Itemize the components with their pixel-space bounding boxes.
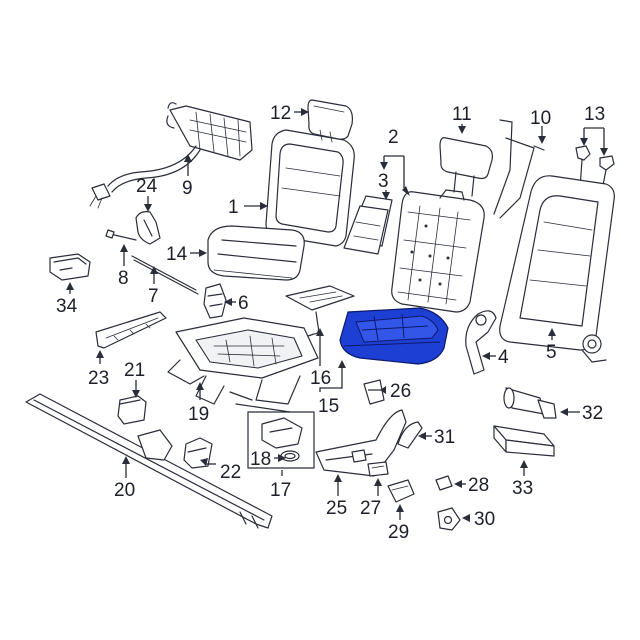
callout-3: 3 — [378, 171, 389, 192]
sensor-mat-16[interactable] — [285, 285, 355, 337]
callout-13: 13 — [584, 104, 605, 125]
callout-30: 30 — [474, 509, 495, 530]
wiring-harness[interactable] — [89, 102, 253, 209]
callout-22: 22 — [220, 462, 241, 483]
callout-labels: 1 2 3 4 5 6 7 8 9 10 11 12 13 14 15 16 1… — [56, 103, 605, 543]
block-21[interactable] — [117, 395, 147, 425]
seat-back-assembly[interactable] — [265, 129, 355, 247]
callout-23: 23 — [88, 368, 109, 389]
callout-10: 10 — [530, 108, 551, 129]
callout-32: 32 — [582, 403, 603, 424]
callout-17: 17 — [270, 480, 291, 501]
rod-7[interactable] — [131, 255, 199, 295]
callout-9: 9 — [182, 178, 193, 199]
screw-8[interactable] — [105, 229, 137, 241]
callout-7: 7 — [148, 286, 159, 307]
callout-19: 19 — [188, 404, 209, 425]
headrest-right[interactable] — [439, 137, 493, 197]
callout-27: 27 — [360, 498, 381, 519]
module-33[interactable] — [493, 425, 555, 457]
motor-6[interactable] — [203, 283, 227, 319]
knob-28[interactable] — [435, 475, 453, 491]
back-pad-3[interactable] — [343, 195, 393, 255]
seat-cushion-assembly[interactable] — [207, 225, 305, 281]
callout-25: 25 — [326, 498, 347, 519]
seat-track-frame-19[interactable] — [167, 317, 319, 413]
knob-30[interactable] — [437, 507, 461, 531]
seat-cushion-pad-15[interactable] — [339, 307, 449, 365]
callout-14: 14 — [166, 244, 188, 265]
callout-4: 4 — [498, 347, 509, 368]
callout-20: 20 — [114, 480, 135, 501]
callout-31: 31 — [434, 427, 455, 448]
callout-21: 21 — [124, 360, 145, 381]
switch-29[interactable] — [387, 479, 415, 503]
callout-8: 8 — [118, 268, 129, 289]
callout-16: 16 — [310, 368, 331, 389]
side-trim-25[interactable] — [315, 409, 407, 477]
callout-34: 34 — [56, 296, 78, 317]
callout-33: 33 — [512, 478, 533, 499]
seat-back-cover-2[interactable] — [391, 189, 485, 313]
callout-1: 1 — [228, 197, 239, 218]
side-bracket-4[interactable] — [465, 310, 497, 375]
callout-6: 6 — [238, 293, 249, 314]
callout-29: 29 — [388, 522, 409, 543]
callout-26: 26 — [390, 381, 411, 402]
callout-15: 15 — [318, 396, 339, 417]
motor-32[interactable] — [503, 387, 557, 419]
callout-5: 5 — [546, 342, 557, 363]
kit-box-17[interactable] — [247, 411, 315, 469]
callout-24: 24 — [136, 176, 158, 197]
callout-11: 11 — [452, 104, 472, 125]
part-26[interactable] — [363, 379, 385, 405]
lever-31[interactable] — [397, 421, 423, 449]
rail-20[interactable] — [25, 393, 273, 529]
seat-back-frame-5[interactable] — [499, 175, 615, 363]
switch-27[interactable] — [367, 461, 389, 477]
callout-28: 28 — [468, 475, 489, 496]
clip-bracket-24[interactable] — [135, 211, 161, 245]
side-shield-23[interactable] — [95, 311, 167, 349]
callout-2: 2 — [388, 127, 399, 148]
wire-rod-10[interactable] — [493, 119, 545, 219]
callout-12: 12 — [270, 103, 291, 124]
callout-18: 18 — [250, 449, 271, 470]
switch-34[interactable] — [49, 253, 91, 281]
leader-lines — [66, 108, 608, 522]
